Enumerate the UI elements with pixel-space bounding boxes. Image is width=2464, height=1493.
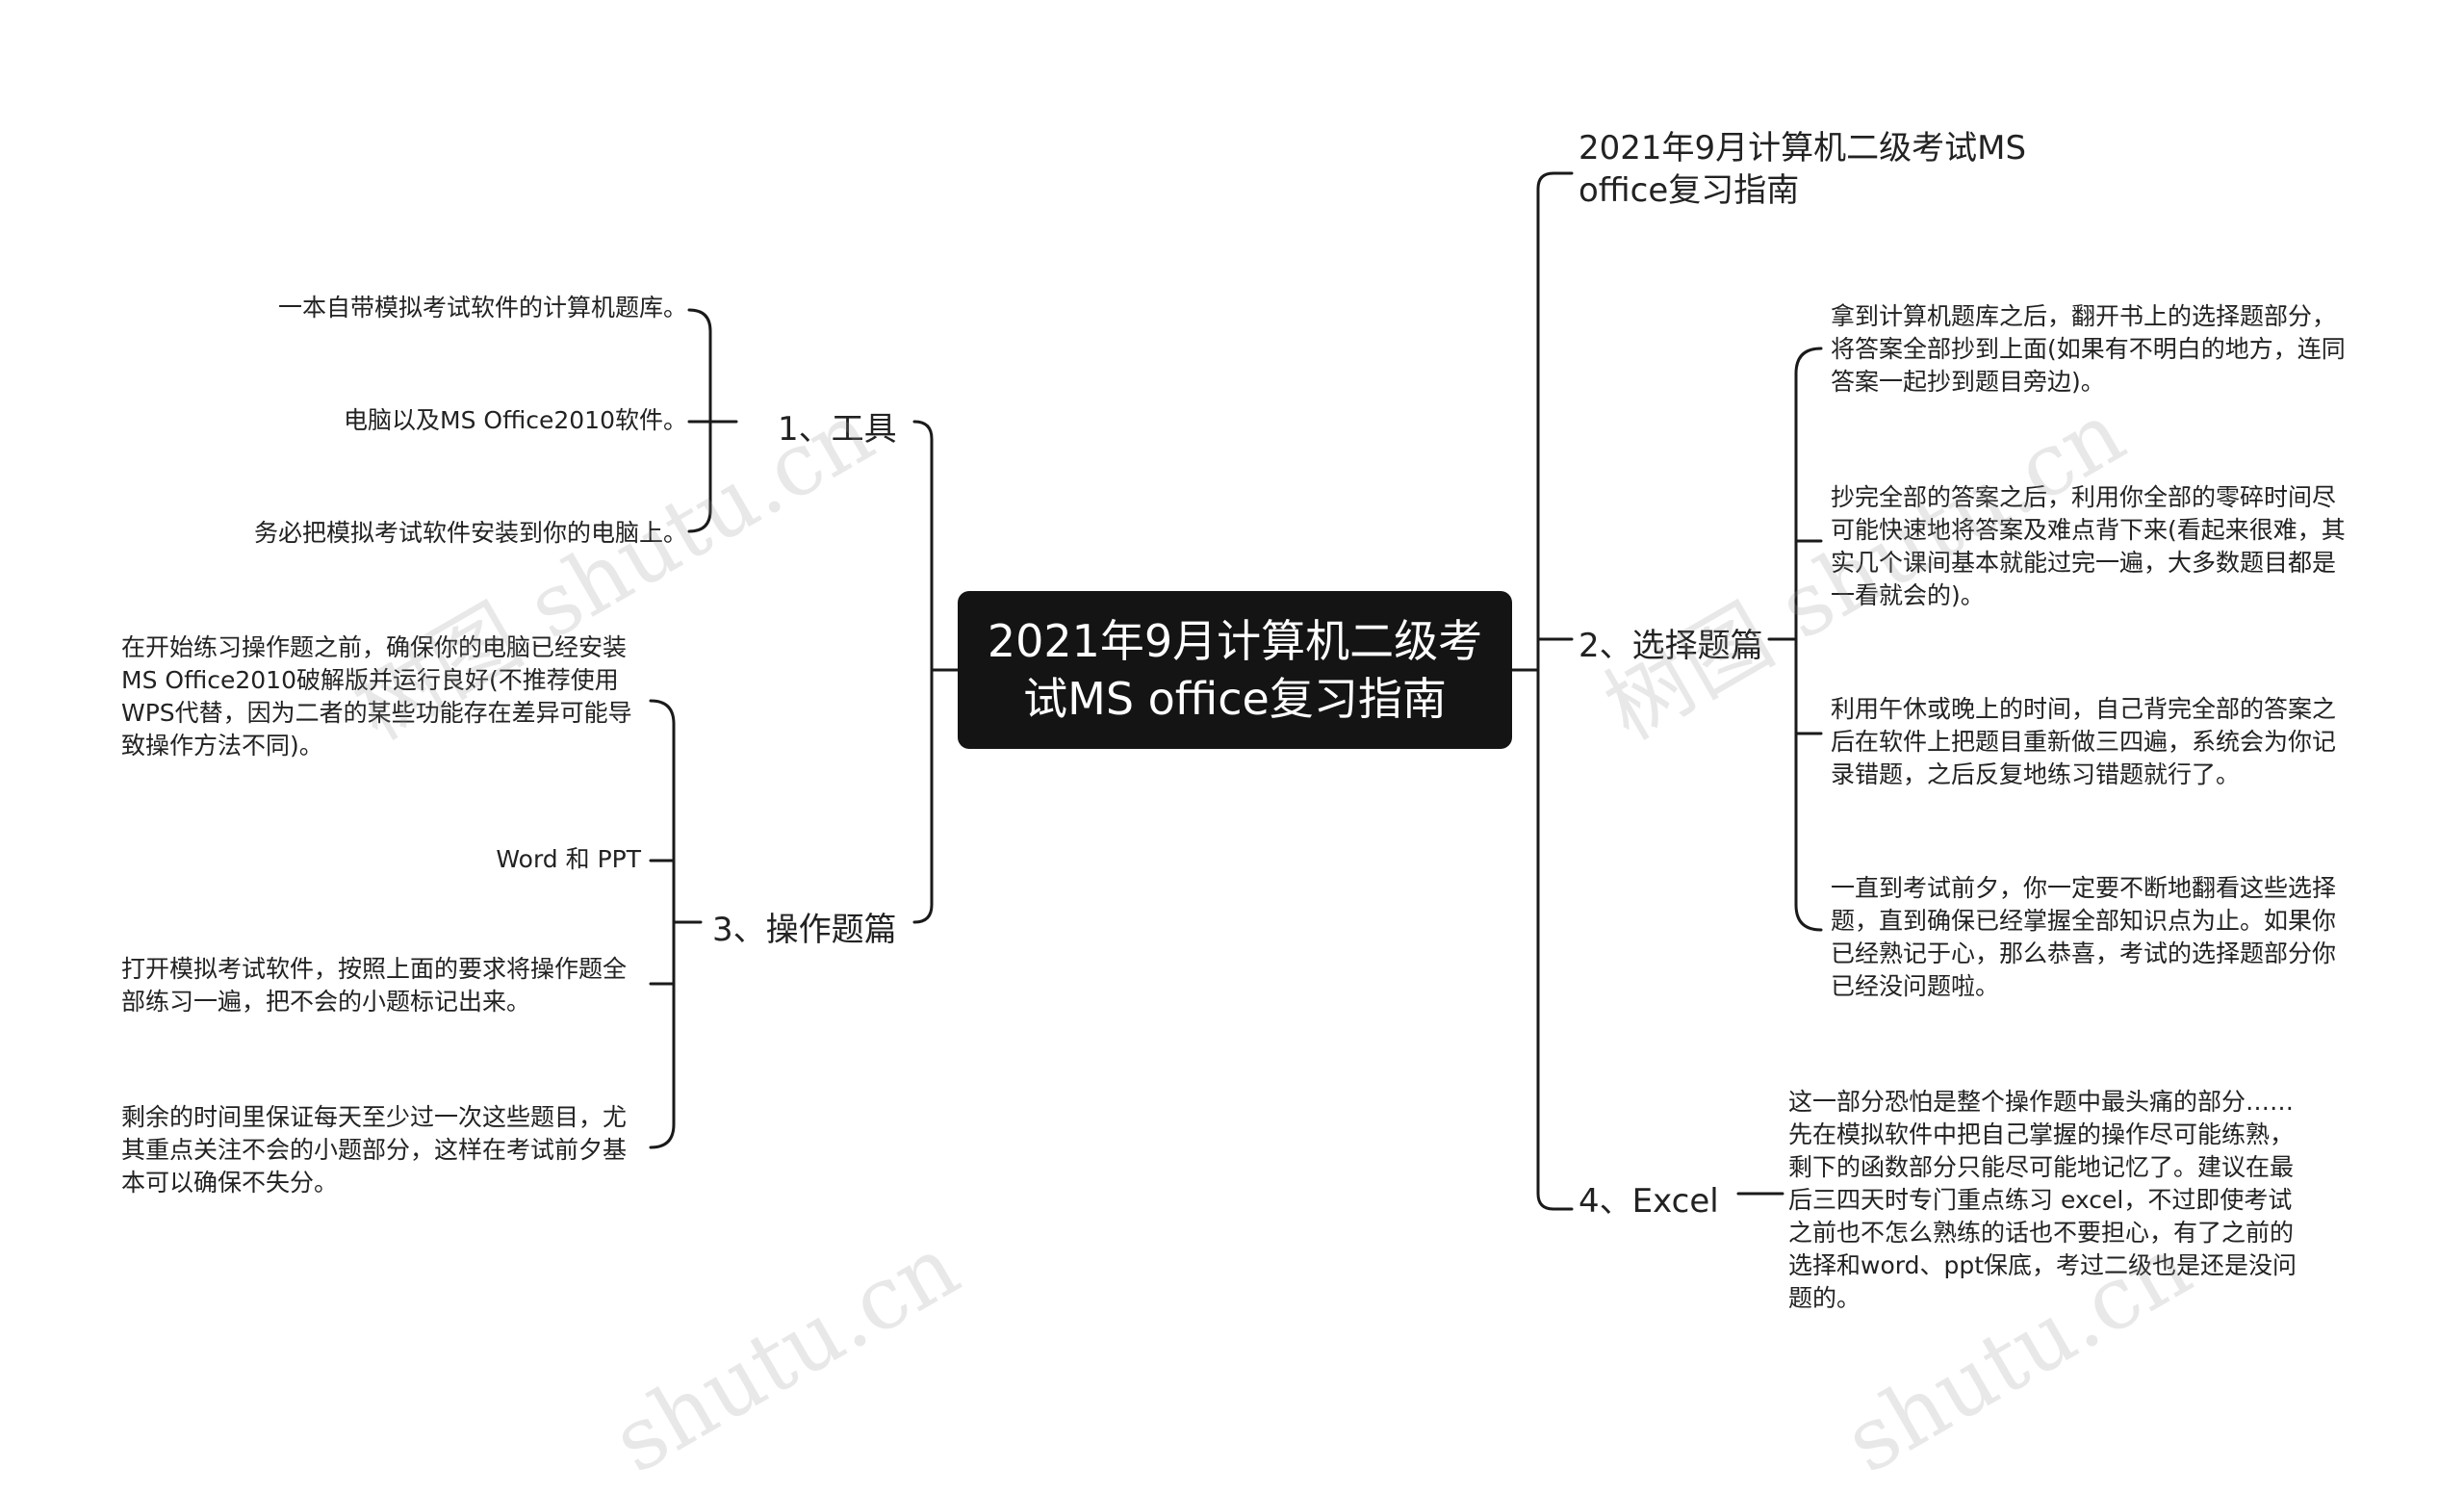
root-node[interactable]: 2021年9月计算机二级考 试MS office复习指南 — [958, 591, 1512, 749]
mind-map-canvas: 2021年9月计算机二级考 试MS office复习指南 2021年9月计算机二… — [121, 127, 2346, 1493]
right-trunk — [1536, 171, 1555, 1211]
title-note-line2: office复习指南 — [1578, 171, 1800, 210]
choice-item-4[interactable]: 一直到考试前夕，你一定要不断地翻看这些选择题，直到确保已经掌握全部知识点为止。如… — [1831, 874, 2337, 1000]
choice-bracket — [1794, 347, 1823, 932]
operation-item-2[interactable]: Word 和 PPT — [496, 845, 641, 873]
branch-tools[interactable]: 1、工具 — [778, 410, 897, 449]
branch-operation[interactable]: 3、操作题篇 — [712, 911, 897, 949]
tools-item-3[interactable]: 务必把模拟考试软件安装到你的电脑上。 — [253, 519, 687, 547]
title-note-line1: 2021年9月计算机二级考试MS — [1578, 129, 2027, 167]
operation-item-1[interactable]: 在开始练习操作题之前，确保你的电脑已经安装MS Office2010破解版并运行… — [121, 633, 632, 759]
left-trunk — [912, 420, 934, 924]
tools-item-1[interactable]: 一本自带模拟考试软件的计算机题库。 — [277, 294, 687, 322]
title-note-node[interactable]: 2021年9月计算机二级考试MS office复习指南 — [1578, 127, 2079, 212]
operation-item-3[interactable]: 打开模拟考试软件，按照上面的要求将操作题全部练习一遍，把不会的小题标记出来。 — [121, 955, 628, 1016]
operation-bracket — [649, 699, 676, 1149]
choice-item-3[interactable]: 利用午休或晚上的时间，自己背完全部的答案之后在软件上把题目重新做三四遍，系统会为… — [1831, 695, 2337, 788]
branch-excel[interactable]: 4、Excel — [1578, 1182, 1719, 1221]
tools-item-2[interactable]: 电脑以及MS Office2010软件。 — [344, 406, 687, 434]
choice-item-2[interactable]: 抄完全部的答案之后，利用你全部的零碎时间尽可能快速地将答案及难点背下来(看起来很… — [1831, 483, 2346, 609]
root-title-line2: 试MS office复习指南 — [1023, 673, 1447, 725]
root-title-line1: 2021年9月计算机二级考 — [987, 615, 1483, 667]
choice-item-1[interactable]: 拿到计算机题库之后，翻开书上的选择题部分，将答案全部抄到上面(如果有不明白的地方… — [1831, 302, 2346, 396]
excel-text[interactable]: 这一部分恐怕是整个操作题中最头痛的部分……先在模拟软件中把自己掌握的操作尽可能练… — [1788, 1088, 2297, 1312]
operation-item-4[interactable]: 剩余的时间里保证每天至少过一次这些题目，尤其重点关注不会的小题部分，这样在考试前… — [121, 1103, 628, 1197]
branch-choice[interactable]: 2、选择题篇 — [1578, 627, 1763, 665]
connector-lines — [649, 171, 1823, 1211]
